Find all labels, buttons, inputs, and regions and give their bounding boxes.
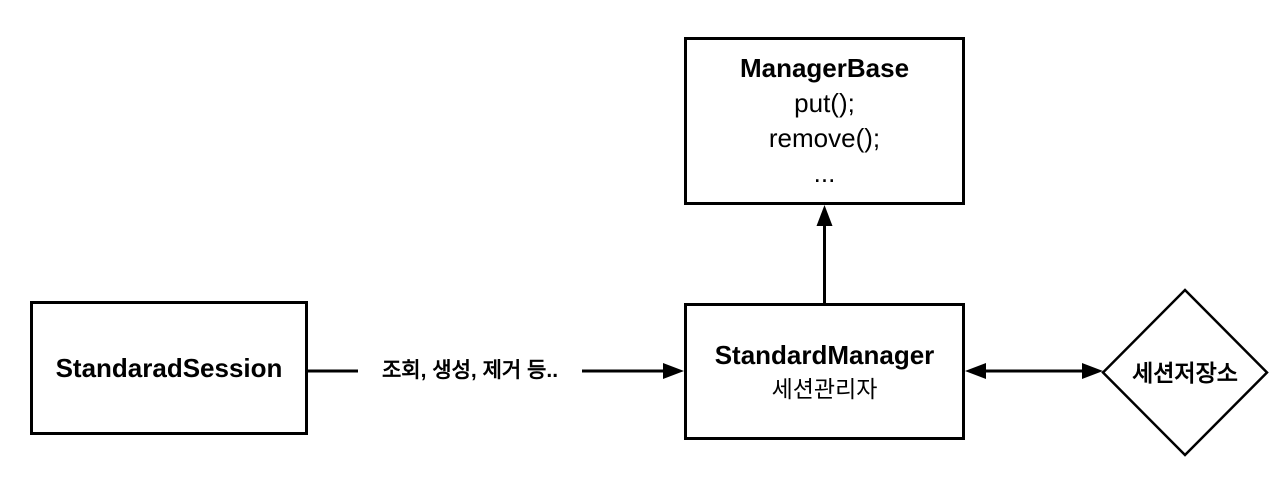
node-session-store-diamond xyxy=(1101,288,1269,457)
manager-base-title: ManagerBase xyxy=(739,53,910,83)
manager-base-method-ellipsis: ... xyxy=(813,158,836,188)
manager-base-method-put: put(); xyxy=(794,88,855,118)
node-manager-base: ManagerBase put(); remove(); ... xyxy=(684,37,965,205)
edge-label-session-to-manager: 조회, 생성, 제거 등.. xyxy=(358,357,582,385)
arrow-manager-to-base xyxy=(816,205,833,303)
arrowhead-up-icon xyxy=(816,205,833,226)
arrowhead-left-icon xyxy=(965,363,986,379)
arrow-manager-store-bidirectional xyxy=(965,363,1103,379)
node-standard-manager: StandardManager 세션관리자 xyxy=(684,303,965,440)
arrowhead-right-icon xyxy=(663,363,684,379)
node-standarad-session: StandaradSession xyxy=(30,301,308,435)
standarad-session-title: StandaradSession xyxy=(55,352,283,383)
manager-base-method-remove: remove(); xyxy=(768,123,881,153)
standard-manager-subtitle: 세션관리자 xyxy=(771,376,878,402)
standard-manager-title: StandardManager xyxy=(714,340,935,370)
arrowhead-right-icon xyxy=(1082,363,1103,379)
node-session-store-label: 세션저장소 xyxy=(1132,360,1238,386)
